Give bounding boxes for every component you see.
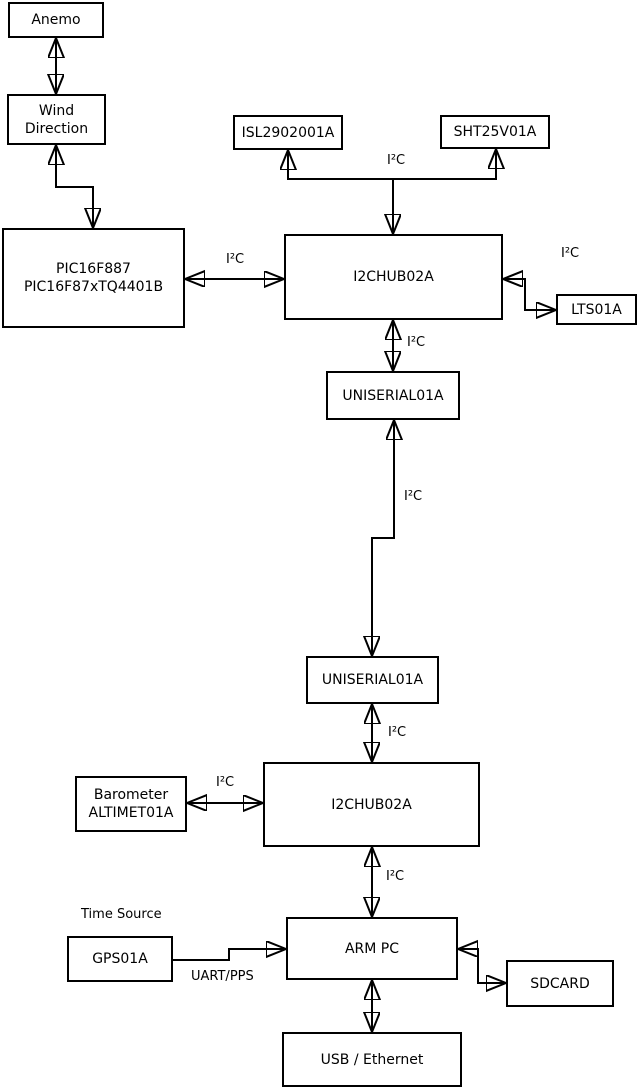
- edge-label-uart-pps: UART/PPS: [191, 969, 254, 984]
- node-sdcard: SDCARD: [506, 960, 614, 1007]
- node-barometer: Barometer ALTIMET01A: [75, 776, 187, 832]
- node-arm-pc-label: ARM PC: [344, 940, 400, 957]
- node-wind-direction-label-line1: Wind: [38, 102, 75, 119]
- connector-gps-armpc: [173, 949, 286, 961]
- node-pic16f887-label-line1: PIC16F887: [56, 261, 131, 277]
- node-barometer-label-line1: Barometer: [93, 787, 169, 803]
- node-lts01a-label: LTS01A: [571, 301, 622, 318]
- node-isl2902001a-label: ISL2902001A: [241, 124, 335, 141]
- node-i2chub02a-upper-label: I2CHUB02A: [353, 269, 434, 285]
- connector-uniserial-upper-uniserial-lower: [372, 420, 394, 656]
- node-wind-direction: Wind Direction: [7, 94, 106, 145]
- node-wind-direction-label-line2: Direction: [24, 120, 89, 137]
- node-pic16f887: PIC16F887 PIC16F87xTQ4401B: [2, 228, 185, 328]
- node-i2chub02a-lower-label: I2CHUB02A: [331, 796, 412, 813]
- node-uniserial01a-upper-label: UNISERIAL01A: [342, 387, 444, 404]
- node-arm-pc: ARM PC: [286, 917, 458, 980]
- edge-label-i2c-hub-lts: I²C: [561, 246, 580, 261]
- edge-label-i2c-uniserial-link: I²C: [404, 489, 423, 504]
- connector-i2chub-upper-lts: [503, 279, 556, 310]
- connector-winddirection-pic: [56, 145, 93, 228]
- connector-armpc-sdcard: [458, 949, 506, 983]
- node-uniserial01a-lower-label: UNISERIAL01A: [321, 672, 424, 688]
- edge-label-i2c-hub2-armpc: I²C: [386, 869, 405, 884]
- node-usb-ethernet-label: USB / Ethernet: [320, 1051, 424, 1068]
- node-uniserial01a-lower: UNISERIAL01A: [306, 656, 439, 704]
- node-anemo-label: Anemo: [31, 12, 81, 28]
- edge-label-i2c-hub-uniserial: I²C: [407, 335, 426, 350]
- node-i2chub02a-upper: I2CHUB02A: [284, 234, 503, 320]
- node-anemo: Anemo: [8, 2, 104, 38]
- node-uniserial01a-upper: UNISERIAL01A: [326, 371, 460, 420]
- node-pic16f887-label-line2: PIC16F87xTQ4401B: [23, 279, 164, 295]
- node-sht25v01a: SHT25V01A: [440, 115, 550, 149]
- annotation-time-source: Time Source: [81, 907, 162, 922]
- edge-label-i2c-uniserial-hub2: I²C: [388, 725, 407, 740]
- node-sht25v01a-label: SHT25V01A: [453, 124, 537, 140]
- edge-label-i2c-hub-sensors: I²C: [387, 153, 406, 168]
- edge-label-i2c-barometer-hub2: I²C: [216, 775, 235, 790]
- node-lts01a: LTS01A: [556, 294, 637, 325]
- node-i2chub02a-lower: I2CHUB02A: [263, 762, 480, 847]
- node-sdcard-label: SDCARD: [530, 975, 590, 992]
- node-gps01a: GPS01A: [67, 936, 173, 982]
- node-isl2902001a: ISL2902001A: [233, 115, 343, 150]
- node-barometer-label-line2: ALTIMET01A: [88, 805, 174, 821]
- node-usb-ethernet: USB / Ethernet: [282, 1032, 462, 1087]
- edge-label-i2c-pic-hub: I²C: [226, 252, 245, 267]
- node-gps01a-label: GPS01A: [92, 951, 148, 967]
